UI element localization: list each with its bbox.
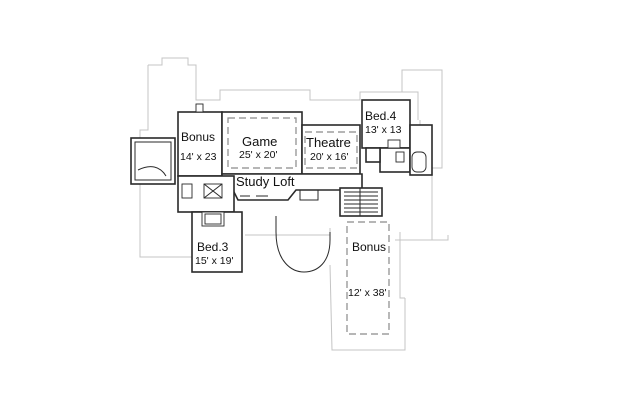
bed4-size: 13' x 13: [365, 124, 402, 136]
stair-treads: [344, 188, 378, 216]
left-balcony: [130, 137, 176, 185]
main-walls: [177, 99, 433, 273]
game-dashed-outline: [227, 117, 297, 169]
bonus-left-size: 14' x 23: [180, 151, 217, 163]
bed3-size: 15' x 19': [195, 255, 233, 267]
bed4-label: Bed.4: [365, 109, 397, 123]
balcony-arch: [275, 216, 331, 273]
chimney-icon: [195, 103, 204, 113]
bonus-right-label: Bonus: [352, 240, 386, 254]
study-loft-label: Study Loft: [236, 174, 295, 189]
bed3-label: Bed.3: [197, 240, 229, 254]
bonus-left-label: Bonus: [181, 130, 215, 144]
game-size: 25' x 20': [239, 149, 277, 161]
bonus-dashed-outline: [346, 221, 390, 335]
theatre-size: 20' x 16': [310, 151, 348, 163]
bonus-right-size: 12' x 38': [348, 287, 386, 299]
theatre-dashed-outline: [304, 131, 358, 169]
game-label: Game: [242, 134, 277, 149]
theatre-label: Theatre: [306, 135, 351, 150]
